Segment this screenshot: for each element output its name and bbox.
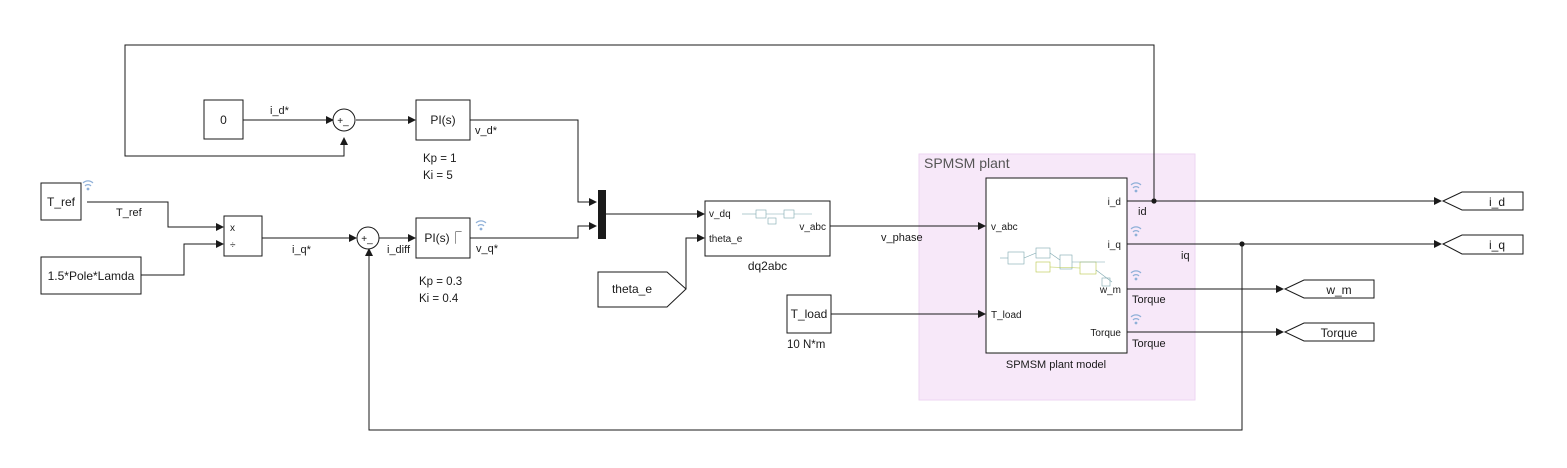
pi-q-ki: Ki = 0.4	[419, 293, 459, 305]
signal-logging-icon	[82, 180, 94, 191]
sum-d-signs: +_	[337, 116, 349, 127]
pole-lamda-label: 1.5*Pole*Lamda	[48, 269, 135, 283]
theta-line[interactable]	[685, 234, 705, 289]
pi-q-label: PI(s)⎾	[424, 230, 461, 245]
t-load-label: T_load	[791, 307, 828, 321]
signal-label-idiff: i_diff	[387, 244, 411, 256]
goto-id-tag[interactable]: i_d	[1441, 191, 1524, 211]
plant-out-id: i_d	[1108, 197, 1121, 208]
goto-torque-label: Torque	[1321, 326, 1358, 340]
goto-id-label: i_d	[1489, 195, 1505, 209]
pi-d-controller-block[interactable]: PI(s)	[415, 99, 471, 141]
plant-name: SPMSM plant model	[1006, 359, 1106, 371]
goto-torque-tag[interactable]: Torque	[1283, 322, 1375, 342]
vq-line[interactable]	[470, 222, 597, 239]
vd-line[interactable]	[470, 119, 597, 206]
pi-d-kp: Kp = 1	[423, 153, 457, 165]
pole-lamda-line[interactable]	[141, 240, 224, 276]
dq2abc-in-theta: theta_e	[709, 234, 743, 245]
plant-out-wm: w_m	[1099, 285, 1121, 296]
sum-d-block[interactable]: +_	[332, 108, 356, 132]
signal-label-vd-star: v_d*	[475, 125, 498, 137]
plant-in-tload: T_load	[991, 310, 1022, 321]
signal-label-vq-star: v_q*	[476, 243, 499, 255]
signal-logging-icon	[1130, 314, 1142, 325]
signal-label-iq-star: i_q*	[292, 244, 312, 256]
goto-iq-tag[interactable]: i_q	[1441, 234, 1524, 255]
t-load-param: 10 N*m	[787, 339, 825, 351]
t-ref-block[interactable]: T_ref	[40, 182, 82, 221]
product-block[interactable]: x ÷	[223, 215, 263, 257]
t-ref-label: T_ref	[47, 195, 76, 209]
plant-out-torque: Torque	[1090, 328, 1121, 339]
signal-label-tref: T_ref	[116, 207, 143, 219]
pole-lamda-constant-block[interactable]: 1.5*Pole*Lamda	[40, 256, 142, 295]
pi-d-ki: Ki = 5	[423, 170, 453, 182]
sum-q-block[interactable]: +_	[356, 226, 380, 250]
sum-q-signs: +_	[361, 234, 373, 245]
pi-q-controller-block[interactable]: PI(s)⎾	[415, 217, 471, 259]
signal-logging-icon	[1130, 182, 1142, 193]
theta-e-label: theta_e	[612, 282, 652, 296]
constant-zero-block[interactable]: 0	[203, 99, 244, 140]
goto-wm-tag[interactable]: w_m	[1283, 279, 1375, 299]
goto-iq-label: i_q	[1489, 238, 1505, 252]
signal-logging-icon	[475, 220, 487, 231]
t-load-block[interactable]: T_load	[786, 294, 832, 334]
iq-feedback-line[interactable]	[365, 244, 1243, 431]
signal-label-torque-wm: Torque	[1132, 294, 1166, 306]
pi-q-kp: Kp = 0.3	[419, 276, 462, 288]
signal-label-iq: iq	[1181, 250, 1190, 262]
goto-wm-label: w_m	[1325, 283, 1351, 297]
plant-out-iq: i_q	[1108, 240, 1121, 251]
product-mul-sign: x	[230, 223, 235, 234]
spmsm-plant-model-block[interactable]: v_abc T_load i_d i_q w_m Torque	[985, 177, 1128, 354]
dq2abc-out-vabc: v_abc	[799, 222, 826, 233]
area-title: SPMSM plant	[924, 155, 1010, 171]
signal-label-id-star: i_d*	[270, 105, 290, 117]
signal-labels: i_d* v_d* T_ref i_q* i_diff v_q* v_phase…	[116, 105, 1190, 350]
branch-point-id	[1151, 198, 1157, 204]
signal-label-id: id	[1138, 206, 1147, 218]
subsystem-preview-icon	[742, 209, 812, 225]
tref-line[interactable]	[87, 201, 224, 231]
subsystem-preview-icon	[1000, 247, 1113, 287]
dq2abc-in-vdq: v_dq	[709, 209, 731, 220]
signal-label-torque: Torque	[1132, 338, 1166, 350]
mux-block[interactable]	[598, 190, 606, 239]
id-feedback-line[interactable]	[124, 44, 1155, 200]
branch-point-iq	[1239, 241, 1245, 247]
dq2abc-subsystem-block[interactable]: v_dq theta_e v_abc	[704, 200, 831, 257]
dq2abc-name: dq2abc	[748, 259, 787, 273]
constant-value: 0	[220, 113, 227, 127]
plant-in-vabc: v_abc	[991, 222, 1018, 233]
signal-label-vphase: v_phase	[881, 232, 923, 244]
signal-lines	[87, 44, 1442, 431]
signal-logging-icon	[1130, 226, 1142, 237]
signal-logging-icon	[1130, 270, 1142, 281]
theta-e-from-tag[interactable]: theta_e	[597, 271, 687, 308]
pi-d-label: PI(s)	[430, 113, 455, 127]
product-div-sign: ÷	[230, 240, 236, 251]
